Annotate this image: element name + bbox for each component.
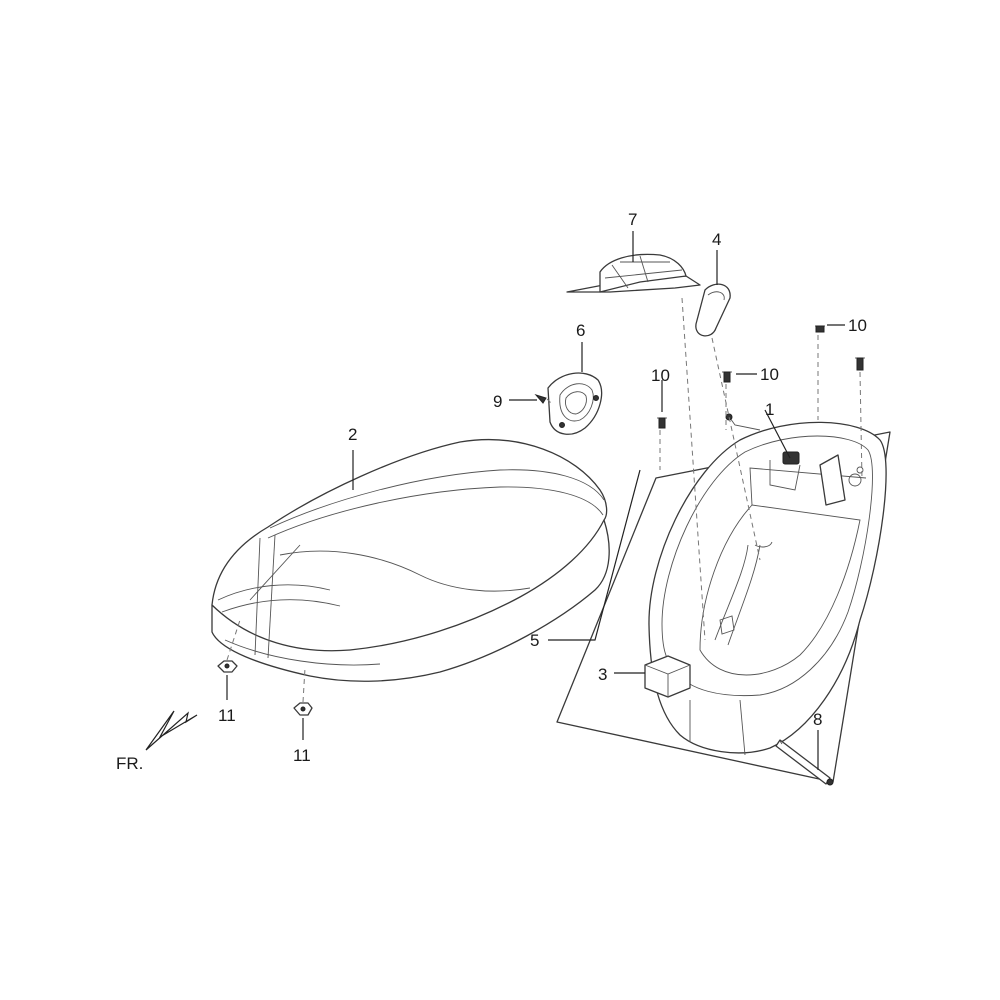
callout-10-middle: 10 [760, 365, 779, 384]
callout-labels: 1 2 3 4 5 6 7 8 9 10 10 10 11 11 FR. [116, 210, 867, 773]
pad-part [695, 283, 731, 337]
callout-2: 2 [348, 425, 357, 444]
latch-icon [782, 451, 800, 465]
callout-11-right: 11 [293, 746, 311, 765]
mat-part [566, 253, 701, 293]
front-arrow-icon [145, 710, 198, 751]
screw-icon [657, 417, 667, 429]
callout-10-top-right: 10 [848, 316, 867, 335]
screw-icon [722, 371, 732, 383]
screw-icon [855, 357, 865, 371]
assembly-lines [226, 297, 863, 703]
cover-part [547, 372, 603, 435]
bolt-part [775, 739, 834, 786]
callout-5: 5 [530, 631, 539, 650]
nut-icon [293, 702, 313, 716]
callout-3: 3 [598, 665, 607, 684]
callout-8: 8 [813, 710, 822, 729]
callout-1: 1 [765, 400, 774, 419]
callout-11-left: 11 [218, 706, 236, 725]
nut-icon [217, 660, 238, 673]
seat-part [211, 439, 610, 682]
screw-icon [534, 394, 547, 404]
callout-4: 4 [712, 230, 721, 249]
storage-box-part [556, 413, 891, 783]
callout-7: 7 [628, 210, 637, 229]
callout-10-left: 10 [651, 366, 670, 385]
buckle-part [644, 655, 691, 698]
leader-lines [226, 231, 845, 770]
callout-6: 6 [576, 321, 585, 340]
callout-9: 9 [493, 392, 502, 411]
fasteners [217, 325, 865, 716]
front-direction-label: FR. [116, 754, 143, 773]
screw-icon [815, 325, 825, 333]
